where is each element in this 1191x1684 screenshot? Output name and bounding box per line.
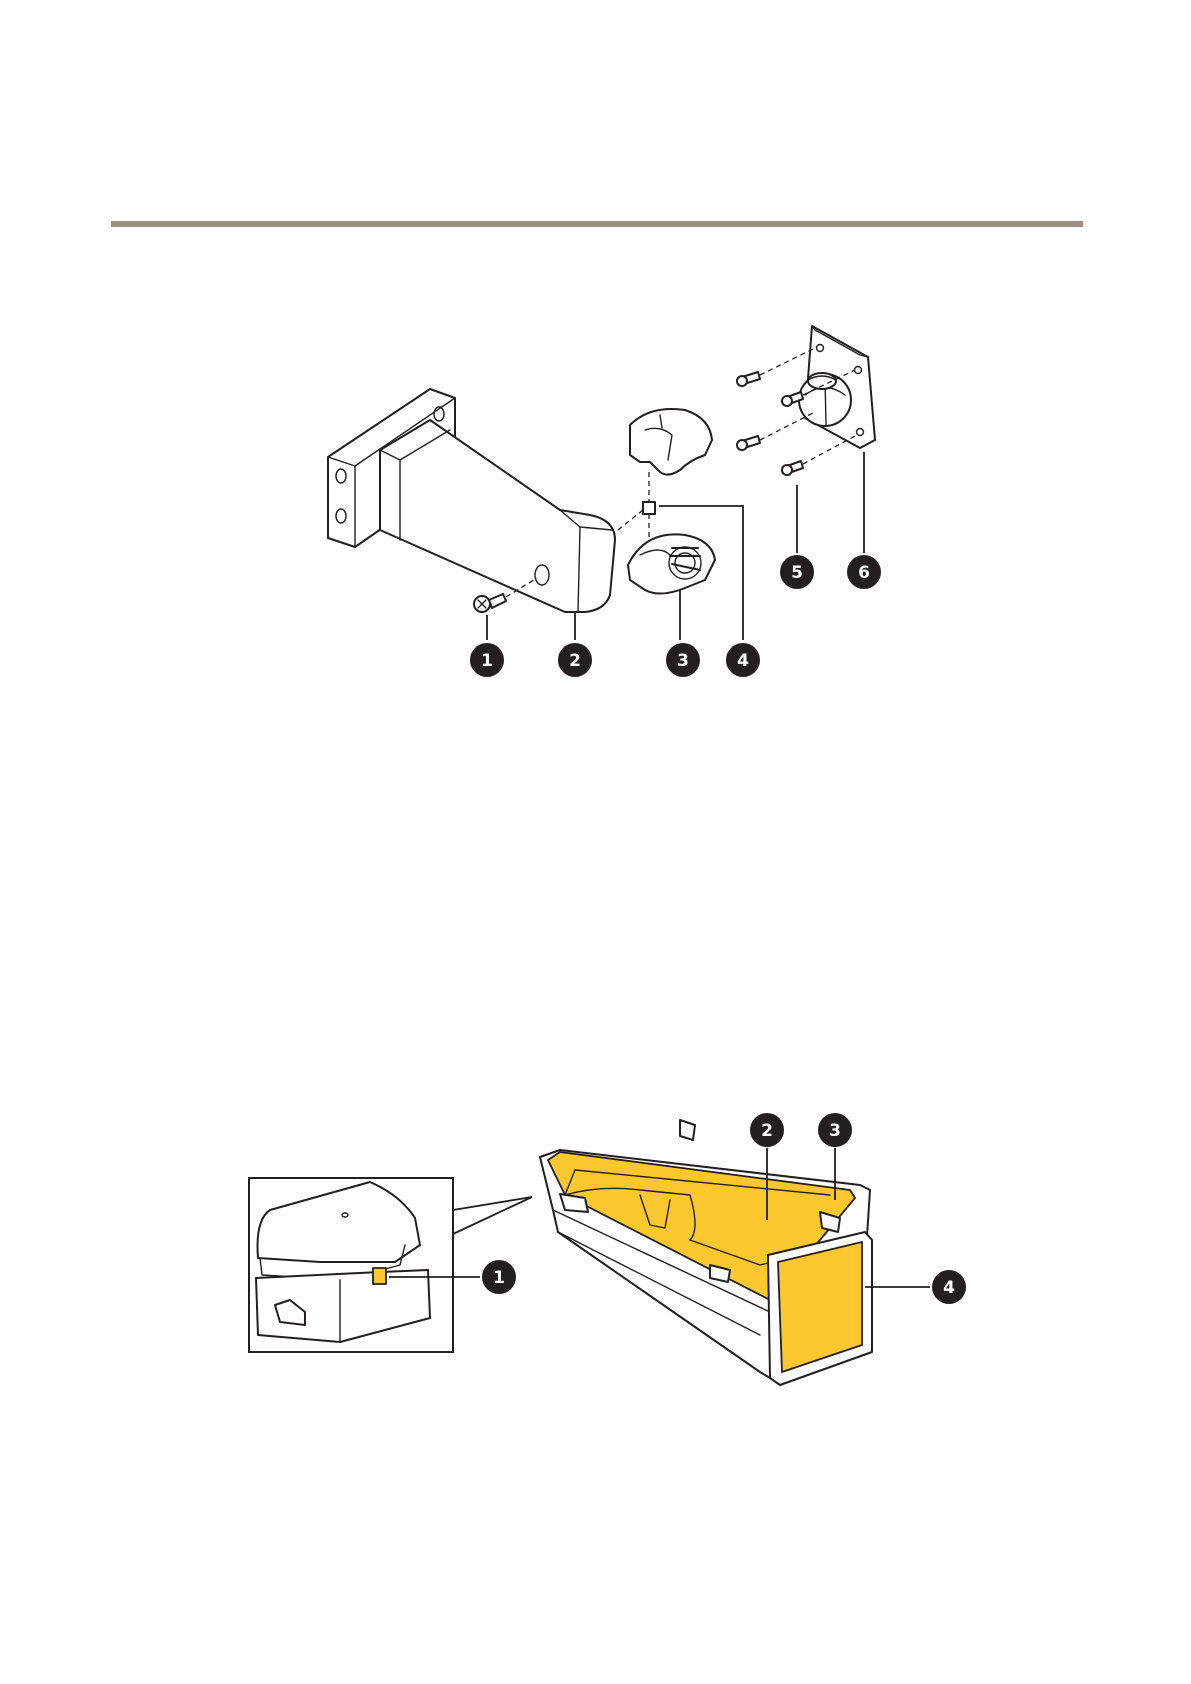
callout-1: 1 [470,643,504,677]
front-window [768,1232,872,1385]
svg-text:2: 2 [569,651,581,671]
svg-text:2: 2 [761,1121,773,1141]
housing-callout-1: 1 [482,1260,516,1294]
svg-text:3: 3 [829,1121,841,1141]
svg-text:4: 4 [737,651,749,671]
svg-text:4: 4 [943,1278,955,1298]
callout-6: 6 [847,555,881,589]
housing-callout-3: 3 [818,1113,852,1147]
bracket-arm [380,420,615,612]
svg-text:3: 3 [677,651,689,671]
housing-callout-4: 4 [932,1270,966,1304]
callout-5: 5 [780,555,814,589]
callout-3: 3 [666,643,700,677]
wall-bracket-figure: 1 2 3 4 5 6 [328,326,881,677]
svg-text:1: 1 [493,1268,505,1288]
svg-text:1: 1 [481,651,493,671]
joint-upper-half [630,409,712,475]
svg-text:5: 5 [791,563,803,583]
callout-2: 2 [558,643,592,677]
svg-text:6: 6 [858,563,870,583]
housing-callout-2: 2 [750,1113,784,1147]
joint-lower-half [628,534,715,593]
callout-4: 4 [726,643,760,677]
camera-mount-plate [799,326,875,448]
housing-figure: 1 2 3 4 [249,1113,966,1385]
